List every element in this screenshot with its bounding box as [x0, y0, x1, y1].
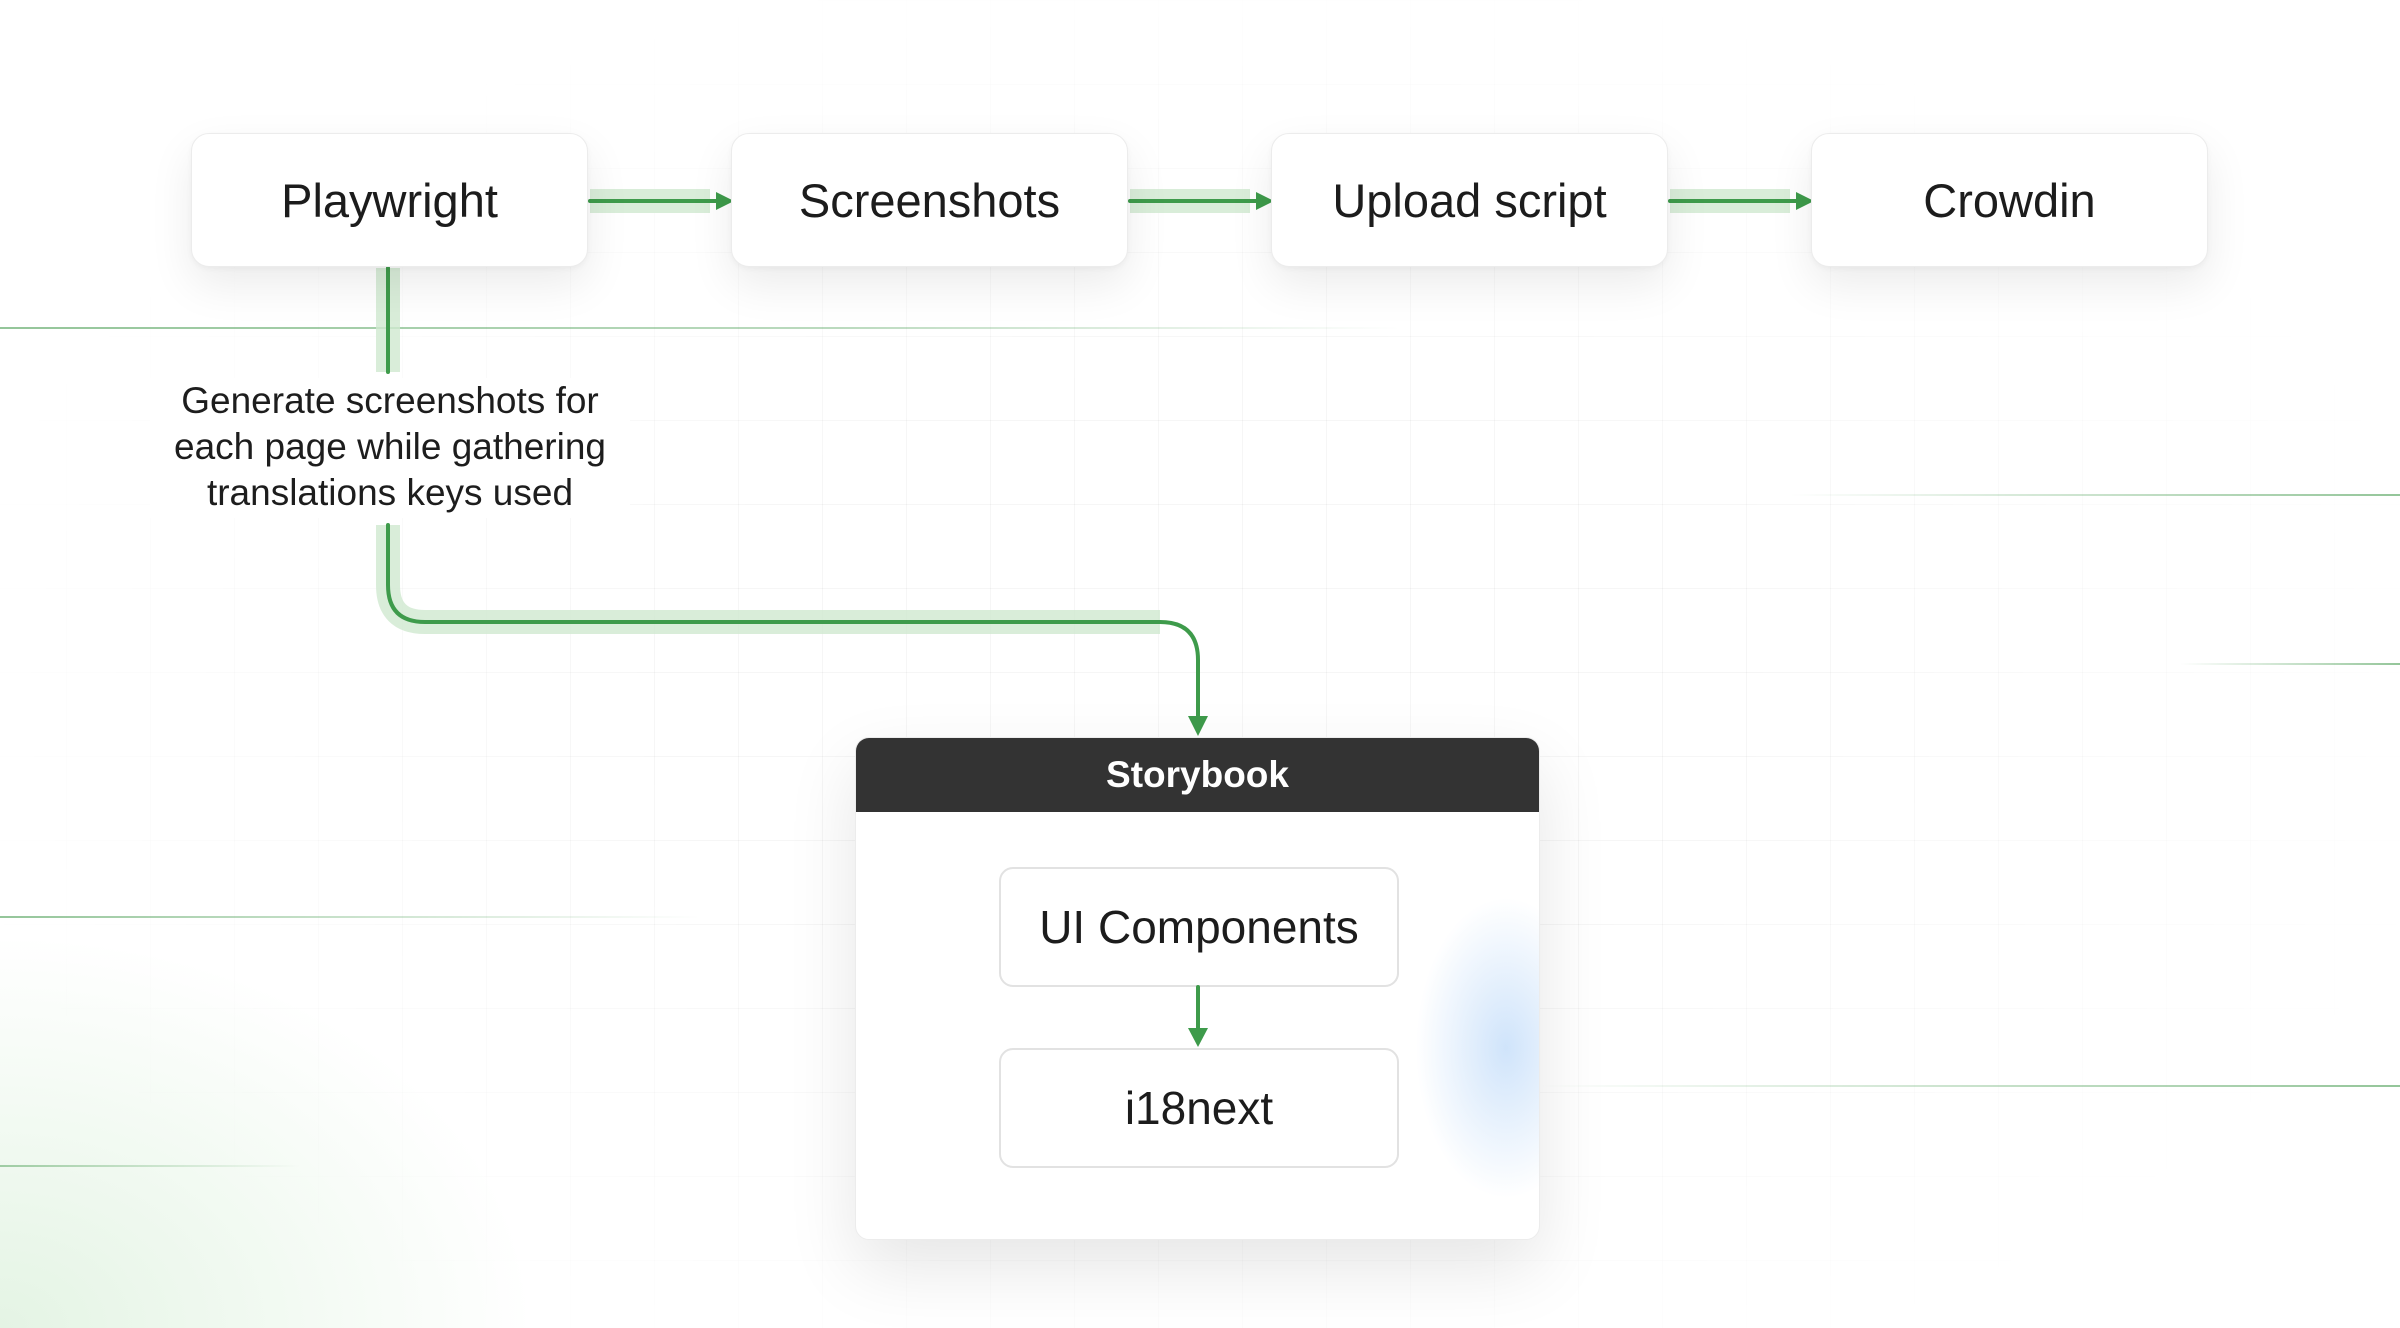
arrowhead — [1796, 192, 1814, 210]
node-crowdin: Crowdin — [1811, 133, 2208, 267]
node-ui-components: UI Components — [999, 867, 1399, 987]
node-ui-components-label: UI Components — [1039, 901, 1359, 953]
storybook-header: Storybook — [856, 738, 1539, 812]
arrowhead — [1256, 192, 1274, 210]
connector-playwright-to-storybook — [386, 523, 1200, 720]
node-screenshots: Screenshots — [731, 133, 1128, 267]
node-crowdin-label: Crowdin — [1923, 173, 2096, 227]
connector-lines — [386, 199, 1800, 1032]
storybook-title: Storybook — [1106, 754, 1289, 795]
accent-line — [1790, 494, 2400, 496]
arrowhead — [1188, 716, 1208, 736]
node-screenshots-label: Screenshots — [798, 173, 1061, 227]
accent-line — [0, 1165, 300, 1167]
accent-line — [2180, 663, 2400, 665]
accent-line — [1540, 1085, 2400, 1087]
node-i18next: i18next — [999, 1048, 1399, 1168]
annotation-line: translations keys used — [206, 472, 574, 513]
accent-line — [0, 916, 700, 918]
node-i18next-label: i18next — [1124, 1082, 1274, 1134]
annotation-line: Generate screenshots for — [181, 380, 599, 421]
node-playwright-label: Playwright — [281, 173, 498, 227]
storybook-panel: Storybook UI Components i18next — [855, 737, 1540, 1240]
node-upload-script: Upload script — [1271, 133, 1668, 267]
node-upload-script-label: Upload script — [1332, 173, 1607, 227]
arrowhead — [716, 192, 734, 210]
node-playwright: Playwright — [191, 133, 588, 267]
annotation-line: each page while gathering — [174, 426, 606, 467]
accent-line — [0, 327, 1400, 329]
playwright-annotation: Generate screenshots for each page while… — [150, 378, 630, 518]
